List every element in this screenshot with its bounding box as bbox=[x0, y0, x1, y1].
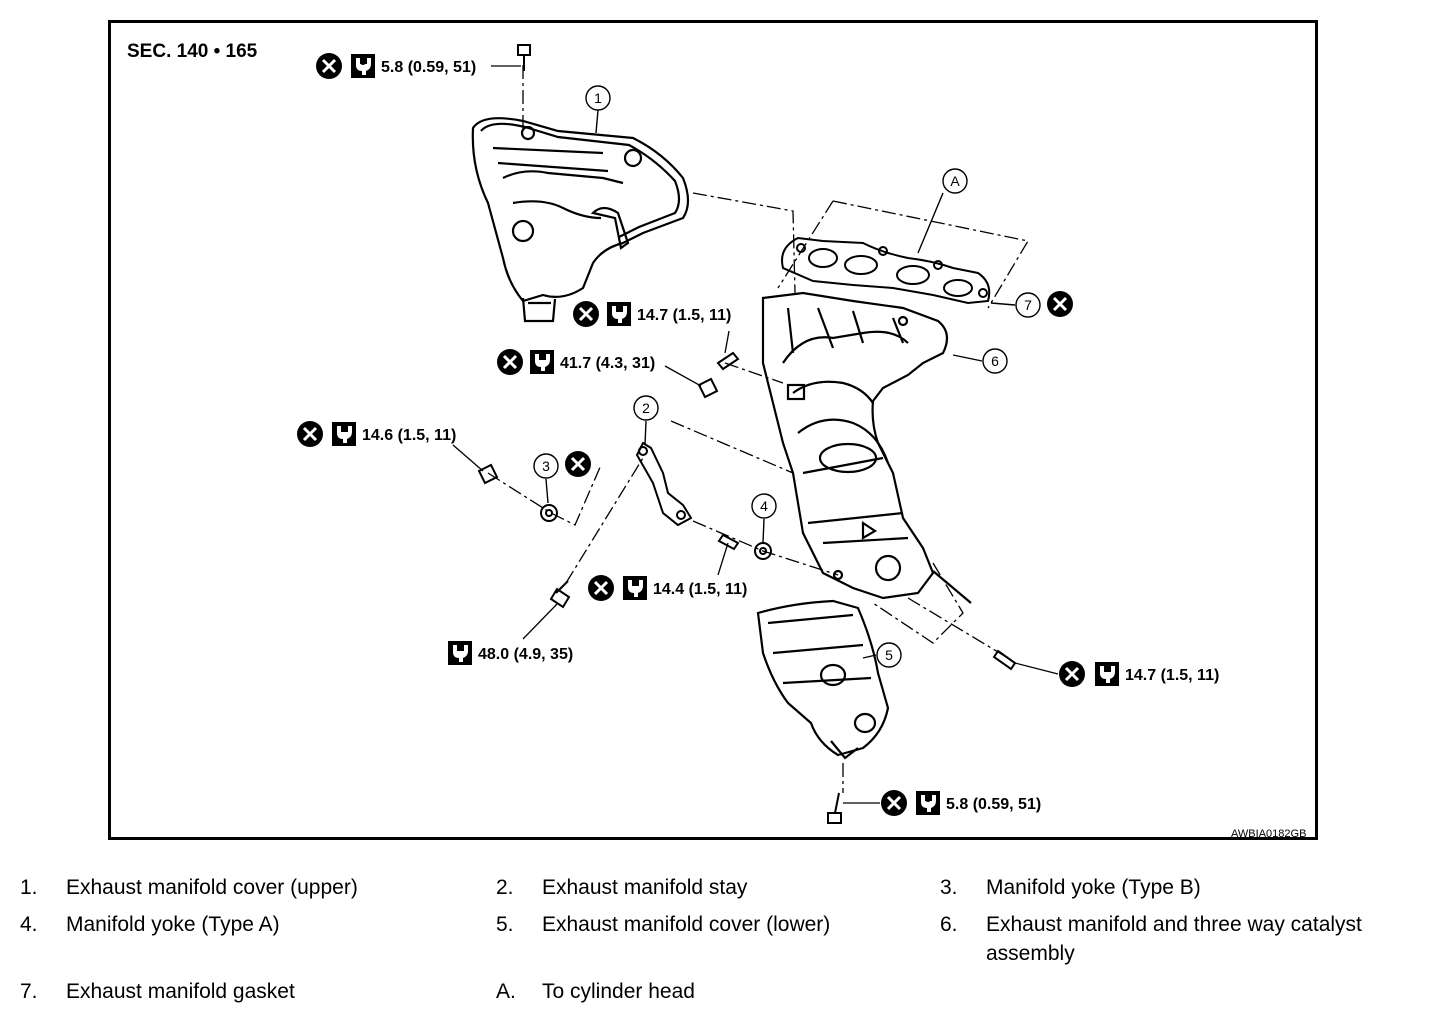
legend-item-6-continued: assembly bbox=[986, 942, 1075, 965]
torque-wrench-icon bbox=[623, 576, 647, 600]
torque-value: 5.8 (0.59, 51) bbox=[381, 59, 476, 76]
section-label: SEC. 140 • 165 bbox=[127, 41, 258, 62]
callout-6 bbox=[982, 348, 1008, 374]
torque-value: 14.4 (1.5, 11) bbox=[653, 581, 747, 598]
torque-wrench-filled-icon bbox=[351, 54, 375, 78]
legend-item-a: A. To cylinder head bbox=[496, 980, 695, 1003]
exhaust-manifold-diagram: SEC. 140 • 165 bbox=[127, 41, 1306, 837]
torque-value: 5.8 (0.59, 51) bbox=[946, 796, 1041, 813]
torque-value: 14.6 (1.5, 11) bbox=[362, 427, 456, 444]
callout-7 bbox=[1015, 292, 1041, 318]
torque-value: 14.7 (1.5, 11) bbox=[1125, 667, 1219, 684]
callout-5 bbox=[876, 642, 902, 668]
exhaust-manifold-catalyst-assembly bbox=[761, 291, 972, 604]
callout-3-label: 3 bbox=[542, 458, 550, 474]
replace-x-icon bbox=[586, 573, 616, 603]
replace-x-icon bbox=[495, 347, 525, 377]
torque-spec-14-7-upper: 14.7 (1.5, 11) bbox=[571, 299, 731, 354]
replace-x-icon bbox=[314, 51, 344, 81]
torque-wrench-filled-icon bbox=[916, 791, 940, 815]
legend-item-2: 2. Exhaust manifold stay bbox=[496, 876, 748, 899]
callout-3 bbox=[533, 453, 559, 479]
exhaust-manifold-gasket bbox=[781, 236, 991, 305]
exhaust-manifold-stay bbox=[635, 441, 693, 527]
callout-1-label: 1 bbox=[594, 90, 602, 106]
callout-4 bbox=[751, 493, 777, 519]
callout-6-label: 6 bbox=[991, 353, 999, 369]
torque-value: 48.0 (4.9, 35) bbox=[478, 646, 573, 663]
legend-item-5: 5. Exhaust manifold cover (lower) bbox=[496, 913, 831, 936]
torque-wrench-icon bbox=[1095, 662, 1119, 686]
legend-item-6: 6. Exhaust manifold and three way cataly… bbox=[940, 913, 1362, 936]
callout-markers bbox=[533, 85, 1041, 668]
torque-spec-48-0: 48.0 (4.9, 35) bbox=[448, 602, 573, 665]
torque-wrench-icon bbox=[530, 350, 554, 374]
torque-spec-14-4: 14.4 (1.5, 11) bbox=[586, 542, 747, 603]
assembly-guide-lines bbox=[487, 65, 1030, 793]
callout-5-label: 5 bbox=[885, 647, 893, 663]
torque-spec-top: 5.8 (0.59, 51) bbox=[314, 51, 521, 81]
torque-value: 41.7 (4.3, 31) bbox=[560, 355, 655, 372]
replace-x-icon bbox=[1045, 289, 1075, 319]
replace-x-icon bbox=[295, 419, 325, 449]
legend-item-3: 3. Manifold yoke (Type B) bbox=[940, 876, 1201, 899]
exhaust-manifold-cover-lower bbox=[756, 599, 890, 760]
torque-wrench-icon bbox=[332, 422, 356, 446]
torque-spec-14-7-lower: 14.7 (1.5, 11) bbox=[1014, 659, 1219, 689]
fasteners bbox=[477, 44, 1017, 824]
torque-value: 14.7 (1.5, 11) bbox=[637, 307, 731, 324]
torque-spec-bottom: 5.8 (0.59, 51) bbox=[843, 788, 1041, 818]
callout-a bbox=[942, 168, 968, 194]
torque-wrench-icon bbox=[607, 302, 631, 326]
torque-spec-14-6: 14.6 (1.5, 11) bbox=[295, 419, 484, 472]
diagram-frame: SEC. 140 • 165 bbox=[108, 20, 1318, 840]
figure-code: AWBIA0182GB bbox=[1231, 828, 1306, 837]
callout-4-label: 4 bbox=[760, 498, 768, 514]
exhaust-manifold-cover-upper bbox=[471, 117, 690, 323]
legend-item-7: 7. Exhaust manifold gasket bbox=[20, 980, 295, 1003]
replace-x-icon bbox=[879, 788, 909, 818]
callout-a-label: A bbox=[950, 173, 960, 189]
replace-x-icon bbox=[571, 299, 601, 329]
callout-7-label: 7 bbox=[1024, 297, 1032, 313]
callout-2 bbox=[633, 395, 659, 421]
replace-x-icon bbox=[563, 449, 593, 479]
torque-spec-41-7: 41.7 (4.3, 31) bbox=[495, 347, 702, 387]
callout-2-label: 2 bbox=[642, 400, 650, 416]
torque-wrench-icon bbox=[448, 641, 472, 665]
legend-item-1: 1. Exhaust manifold cover (upper) bbox=[20, 876, 358, 899]
callout-1 bbox=[585, 85, 611, 111]
replace-x-icon bbox=[1057, 659, 1087, 689]
legend-item-4: 4. Manifold yoke (Type A) bbox=[20, 913, 280, 936]
